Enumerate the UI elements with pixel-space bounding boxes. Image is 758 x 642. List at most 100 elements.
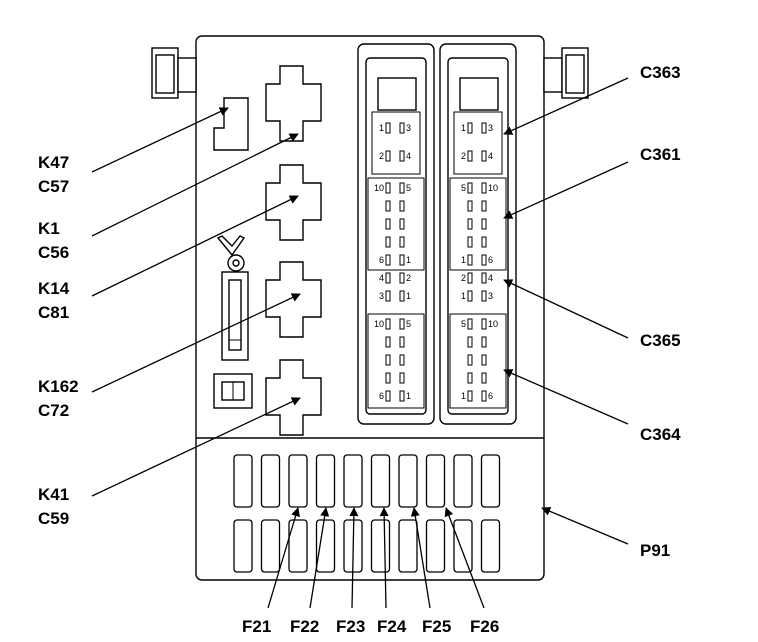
pin-number: 4 [488,273,493,283]
connector-pin [399,122,405,134]
fuse-slot [233,454,253,508]
pin-number: 10 [488,183,498,193]
label-c365: C365 [640,331,681,350]
pin-number: 3 [379,291,384,301]
connector-pin [385,390,391,402]
label-f24: F24 [377,617,407,636]
connector-pin [385,272,391,284]
pin-number: 1 [461,123,466,133]
connector-pin [481,218,487,230]
connector-pin [385,372,391,384]
connector-pin [467,200,473,212]
label-k162: K162 [38,377,79,396]
connector-pin [481,354,487,366]
fuse-slot [260,519,281,573]
connector-pin [385,182,391,194]
fuse-slots [233,454,501,573]
pin-number: 3 [406,123,411,133]
label-f22: F22 [290,617,319,636]
pin-number: 10 [374,183,384,193]
connector-pin [399,354,405,366]
connector-pin [467,336,473,348]
connector-pin [385,290,391,302]
leader-lines [91,77,629,609]
pin-number: 4 [406,151,411,161]
left-clip [151,47,197,99]
pin-number: 6 [488,255,493,265]
connector-pin [385,236,391,248]
connector-pin [399,150,405,162]
pin-number: 1 [406,391,411,401]
pin-block [449,313,507,409]
label-k41: K41 [38,485,69,504]
connector-pin [481,318,487,330]
fuse-slot [425,454,446,508]
fuse-slot [453,454,473,508]
pin-number: 1 [406,255,411,265]
pin-block [367,313,425,409]
connector-pin [467,272,473,284]
connector-pin [467,290,473,302]
connector-pin [467,254,473,266]
label-c361: C361 [640,145,681,164]
fuse-slot [260,454,281,508]
connector-pin [467,372,473,384]
connector-pin [385,336,391,348]
connector-pin [385,150,391,162]
connector-pin [467,390,473,402]
connector-pin [481,236,487,248]
connector-pin [399,390,405,402]
connector-pin [399,200,405,212]
connector-pin [481,390,487,402]
connector-pin [467,318,473,330]
pin-number: 6 [488,391,493,401]
pin-number: 1 [461,391,466,401]
fuse-slot [233,519,253,573]
connector-pin [481,372,487,384]
pin-number: 10 [374,319,384,329]
pin-number: 6 [379,391,384,401]
label-f23: F23 [336,617,365,636]
fuse-slot [343,454,363,508]
pin-number: 1 [461,255,466,265]
connector-pin [481,122,487,134]
fuse-slot [315,454,336,508]
label-c57: C57 [38,177,69,196]
connector-c363-c361 [357,43,435,425]
label-p91: P91 [640,541,670,560]
right-clip [543,47,589,99]
pin-number: 2 [461,151,466,161]
fuse-puller [216,235,249,361]
pin-number: 4 [379,273,384,283]
connector-pin [481,272,487,284]
small-component [213,373,253,409]
relay-k47 [213,97,249,151]
label-f21: F21 [242,617,271,636]
connector-pin [399,318,405,330]
connector-pin [385,354,391,366]
pin-number: 3 [488,291,493,301]
connector-pin [481,254,487,266]
pin-number: 2 [379,151,384,161]
connector-pin [481,336,487,348]
connector-pin [399,290,405,302]
connector-c365-c364 [439,43,517,425]
label-c364: C364 [640,425,681,444]
label-k1: K1 [38,219,60,238]
fuse-slot [315,519,336,573]
connector-pin [399,372,405,384]
pin-number: 5 [461,319,466,329]
connector-pin [399,182,405,194]
pin-block [453,111,503,175]
connector-pin [467,354,473,366]
fuse-slot [288,454,308,508]
connector-pin [385,218,391,230]
pin-number: 10 [488,319,498,329]
pin-block [371,111,421,175]
fuse-slot [453,519,473,573]
label-c56: C56 [38,243,69,262]
fuse-slot [425,519,446,573]
